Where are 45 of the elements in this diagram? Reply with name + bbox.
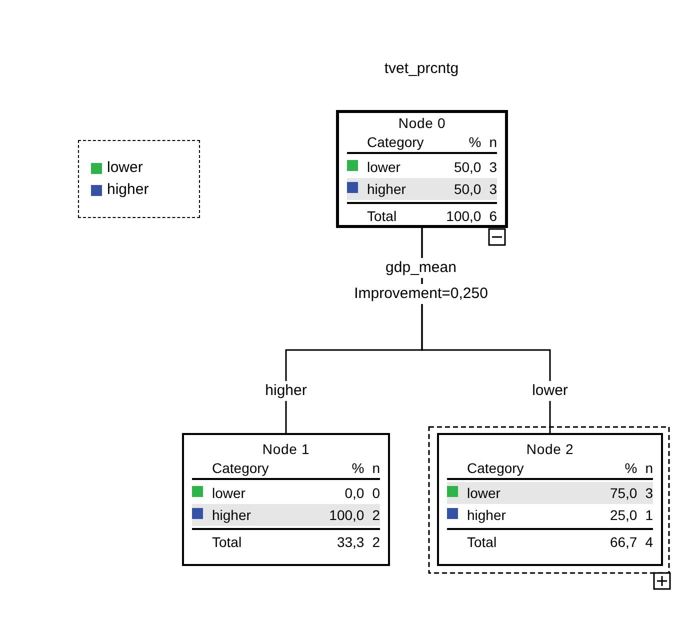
diagram-title: tvet_prcntg	[383, 59, 459, 79]
percent-value: 33,3	[336, 533, 364, 552]
tree-node-box	[336, 110, 508, 228]
column-header: n	[645, 459, 653, 478]
column-header: Category	[467, 459, 525, 478]
category-label: higher	[467, 506, 507, 525]
count-value: 2	[372, 533, 380, 552]
count-value: 3	[645, 484, 653, 503]
column-header: Category	[212, 459, 270, 478]
tree-node-box	[182, 433, 390, 566]
count-value: 4	[645, 533, 653, 552]
percent-value: 75,0	[610, 484, 638, 503]
node-title: Node 2	[526, 440, 574, 459]
count-value: 2	[372, 506, 380, 525]
category-label: lower	[467, 484, 502, 503]
percent-value: 25,0	[610, 506, 638, 525]
category-label: higher	[367, 180, 407, 199]
percent-value: 0,0	[344, 484, 364, 503]
category-label: lower	[212, 484, 246, 503]
percent-value: 66,7	[610, 533, 638, 552]
category-label: lower	[367, 158, 402, 177]
total-label: Total	[212, 533, 243, 552]
column-header: n	[372, 459, 380, 478]
count-value: 0	[372, 484, 380, 503]
column-header: %	[350, 459, 364, 478]
percent-value: 50,0	[454, 158, 482, 177]
node-title: Node 1	[262, 440, 310, 459]
column-header: %	[468, 133, 482, 152]
percent-value: 50,0	[454, 180, 482, 199]
category-label: higher	[212, 506, 252, 525]
total-label: Total	[367, 207, 398, 226]
count-value: 6	[489, 207, 497, 226]
count-value: 3	[489, 180, 497, 199]
percent-value: 100,0	[446, 207, 482, 226]
count-value: 1	[645, 506, 653, 525]
legend-label: higher	[107, 180, 149, 200]
legend-label: lower	[107, 158, 143, 178]
node-title: Node 0	[398, 114, 446, 133]
tree-node-box	[437, 433, 663, 566]
column-header: Category	[367, 133, 425, 152]
total-label: Total	[467, 533, 498, 552]
count-value: 3	[489, 158, 497, 177]
column-header: %	[624, 459, 638, 478]
column-header: n	[489, 133, 497, 152]
percent-value: 100,0	[329, 506, 364, 525]
